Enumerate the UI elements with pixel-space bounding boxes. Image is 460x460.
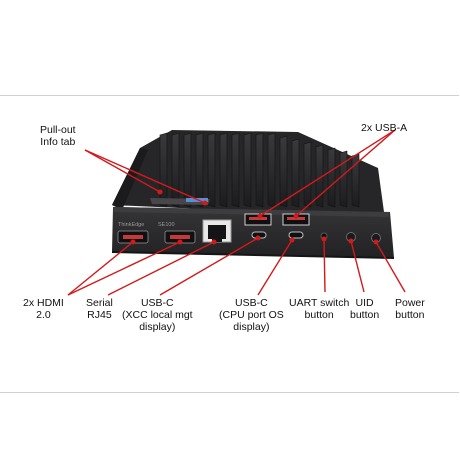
- heatsink-fin: [159, 132, 168, 208]
- label-uid: UID button: [350, 297, 380, 321]
- heatsink-fin: [315, 144, 324, 208]
- label-uart-switch: UART switch button: [289, 297, 350, 321]
- callout-endpoint: [257, 213, 263, 219]
- label-hdmi: 2x HDMI 2.0: [23, 297, 64, 321]
- callout-endpoint: [157, 189, 163, 195]
- label-usb-c-cpu: USB-C (CPU port OS display): [219, 297, 284, 333]
- heatsink-fin: [231, 132, 240, 208]
- heatsink-fin: [267, 132, 276, 208]
- heatsink-fin: [279, 135, 288, 208]
- heatsink-fin: [207, 132, 216, 208]
- heatsink-fin: [291, 138, 300, 208]
- heatsink-fin: [255, 132, 264, 208]
- callout-endpoint: [289, 237, 295, 243]
- heatsink-fin: [327, 147, 336, 208]
- label-info-tab: Pull-out Info tab: [40, 124, 76, 148]
- hdmi-port-1: [117, 230, 149, 244]
- callout-endpoint: [293, 213, 299, 219]
- heatsink-fin: [171, 132, 180, 208]
- callout-endpoint: [211, 239, 217, 245]
- brand-label: ThinkEdge: [118, 222, 144, 228]
- label-usb-c-xcc: USB-C (XCC local mgt display): [122, 297, 193, 333]
- model-label: SE100: [158, 222, 175, 228]
- callout-endpoint: [202, 200, 208, 206]
- rj45-port: [202, 219, 232, 243]
- heatsink-fin: [195, 132, 204, 208]
- label-usb-a: 2x USB-A: [361, 122, 408, 134]
- heatsink-fin: [339, 150, 348, 208]
- heatsink-fins: [159, 132, 360, 208]
- callout-lines: [67, 129, 406, 296]
- callout-endpoint: [373, 239, 379, 245]
- usb-a-port-1: [244, 213, 272, 226]
- usb-c-port-cpu: [288, 231, 304, 239]
- heatsink-fin: [303, 141, 312, 208]
- heatsink-fin: [243, 132, 252, 208]
- branding: ThinkEdge SE100: [118, 222, 175, 228]
- image-frame: [0, 95, 459, 393]
- heatsink-fin: [183, 132, 192, 208]
- label-serial: Serial RJ45: [86, 297, 113, 321]
- heatsink-fin: [219, 132, 228, 208]
- label-power: Power button: [395, 297, 425, 321]
- callout-endpoint: [255, 235, 261, 241]
- callout-endpoint: [348, 238, 354, 244]
- callout-endpoint: [177, 239, 183, 245]
- callout-endpoint: [130, 239, 136, 245]
- callout-endpoint: [321, 236, 327, 242]
